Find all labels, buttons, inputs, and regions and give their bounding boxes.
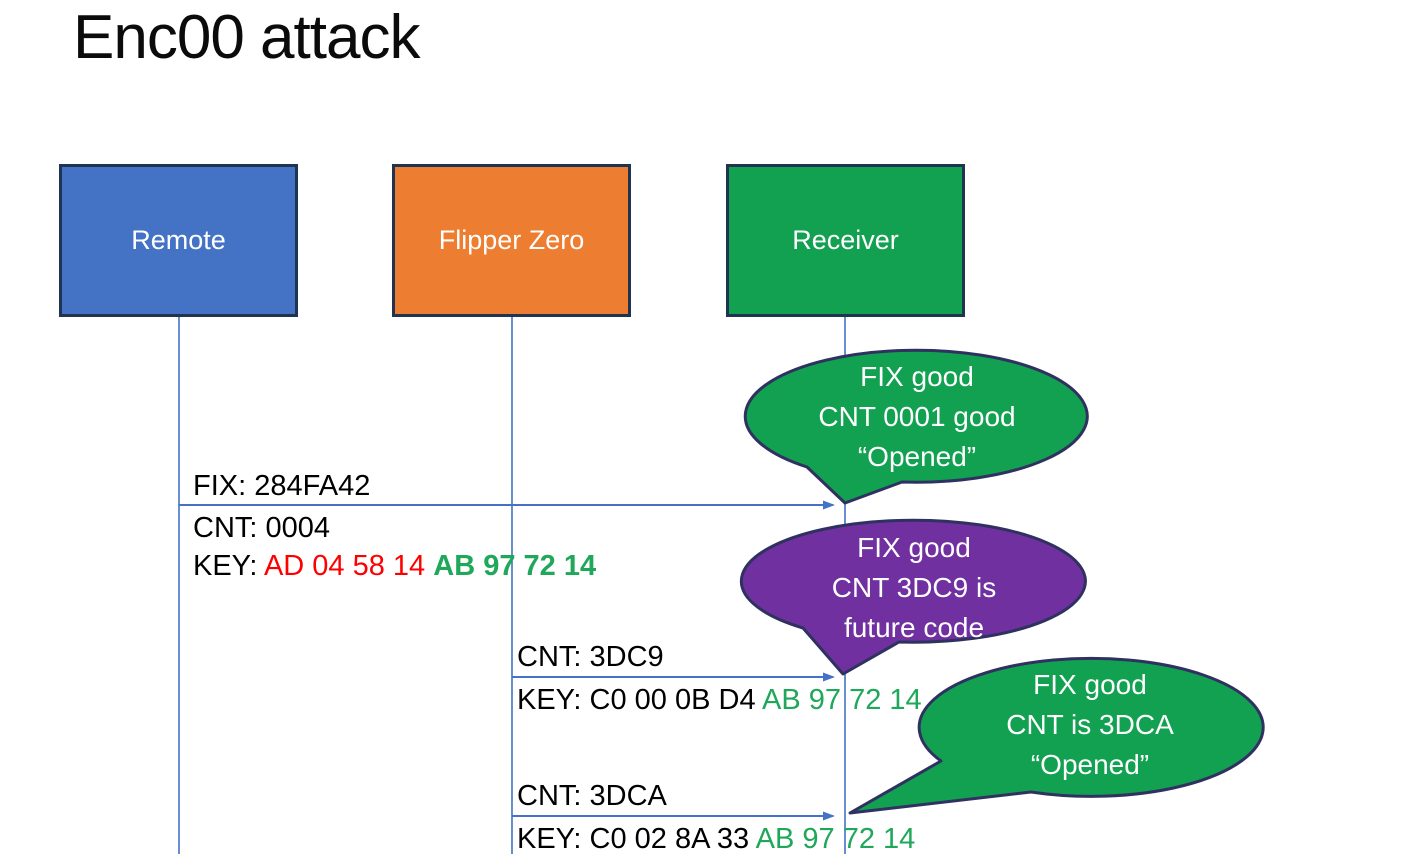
callout1-line1: FIX good <box>860 361 974 392</box>
callout3-line3: “Opened” <box>1030 749 1150 780</box>
callout3-line1: FIX good <box>1033 669 1147 700</box>
message1-cnt-label: CNT: 0004 <box>193 512 331 544</box>
callout1-line2: CNT 0001 good <box>818 401 1016 432</box>
actor-label-flipper-zero: Flipper Zero <box>438 225 585 255</box>
actor-box-flipper-zero: Flipper Zero <box>392 164 631 317</box>
message1-fix-label: FIX: 284FA42 <box>193 470 371 502</box>
message2-cnt-label: CNT: 3DC9 <box>517 641 664 673</box>
callout2-line1: FIX good <box>857 532 971 563</box>
message3-key-prefix: KEY: C0 02 8A 33 <box>517 823 756 855</box>
callout2-text: FIX good CNT 3DC9 is future code <box>742 528 1086 648</box>
actor-label-remote: Remote <box>131 225 226 255</box>
callout2-line2: CNT 3DC9 is <box>831 572 997 603</box>
callout3-text: FIX good CNT is 3DCA “Opened” <box>918 665 1262 785</box>
message1-key-green-bytes: AB 97 72 14 <box>433 550 597 582</box>
page-title: Enc00 attack <box>73 3 420 72</box>
actor-box-receiver: Receiver <box>726 164 965 317</box>
message2-key-label: KEY: C0 00 0B D4 AB 97 72 14 <box>517 683 922 717</box>
message2-key-green-bytes: AB 97 72 14 <box>762 684 922 716</box>
message1-key-red-bytes: AD 04 58 14 <box>263 550 434 582</box>
callout1-line3: “Opened” <box>857 441 977 472</box>
actor-box-remote: Remote <box>59 164 298 317</box>
callout1-text: FIX good CNT 0001 good “Opened” <box>745 357 1089 477</box>
message1-key-label: KEY: AD 04 58 14 AB 97 72 14 <box>193 549 596 583</box>
message3-cnt-label: CNT: 3DCA <box>517 780 667 812</box>
callout2-line3: future code <box>843 612 985 643</box>
message3-key-label: KEY: C0 02 8A 33 AB 97 72 14 <box>517 822 915 856</box>
callout3-line2: CNT is 3DCA <box>1006 709 1174 740</box>
message2-key-prefix: KEY: C0 00 0B D4 <box>517 684 763 716</box>
actor-label-receiver: Receiver <box>792 225 899 255</box>
message3-key-green-bytes: AB 97 72 14 <box>755 823 916 855</box>
message1-key-prefix: KEY: <box>193 550 264 582</box>
